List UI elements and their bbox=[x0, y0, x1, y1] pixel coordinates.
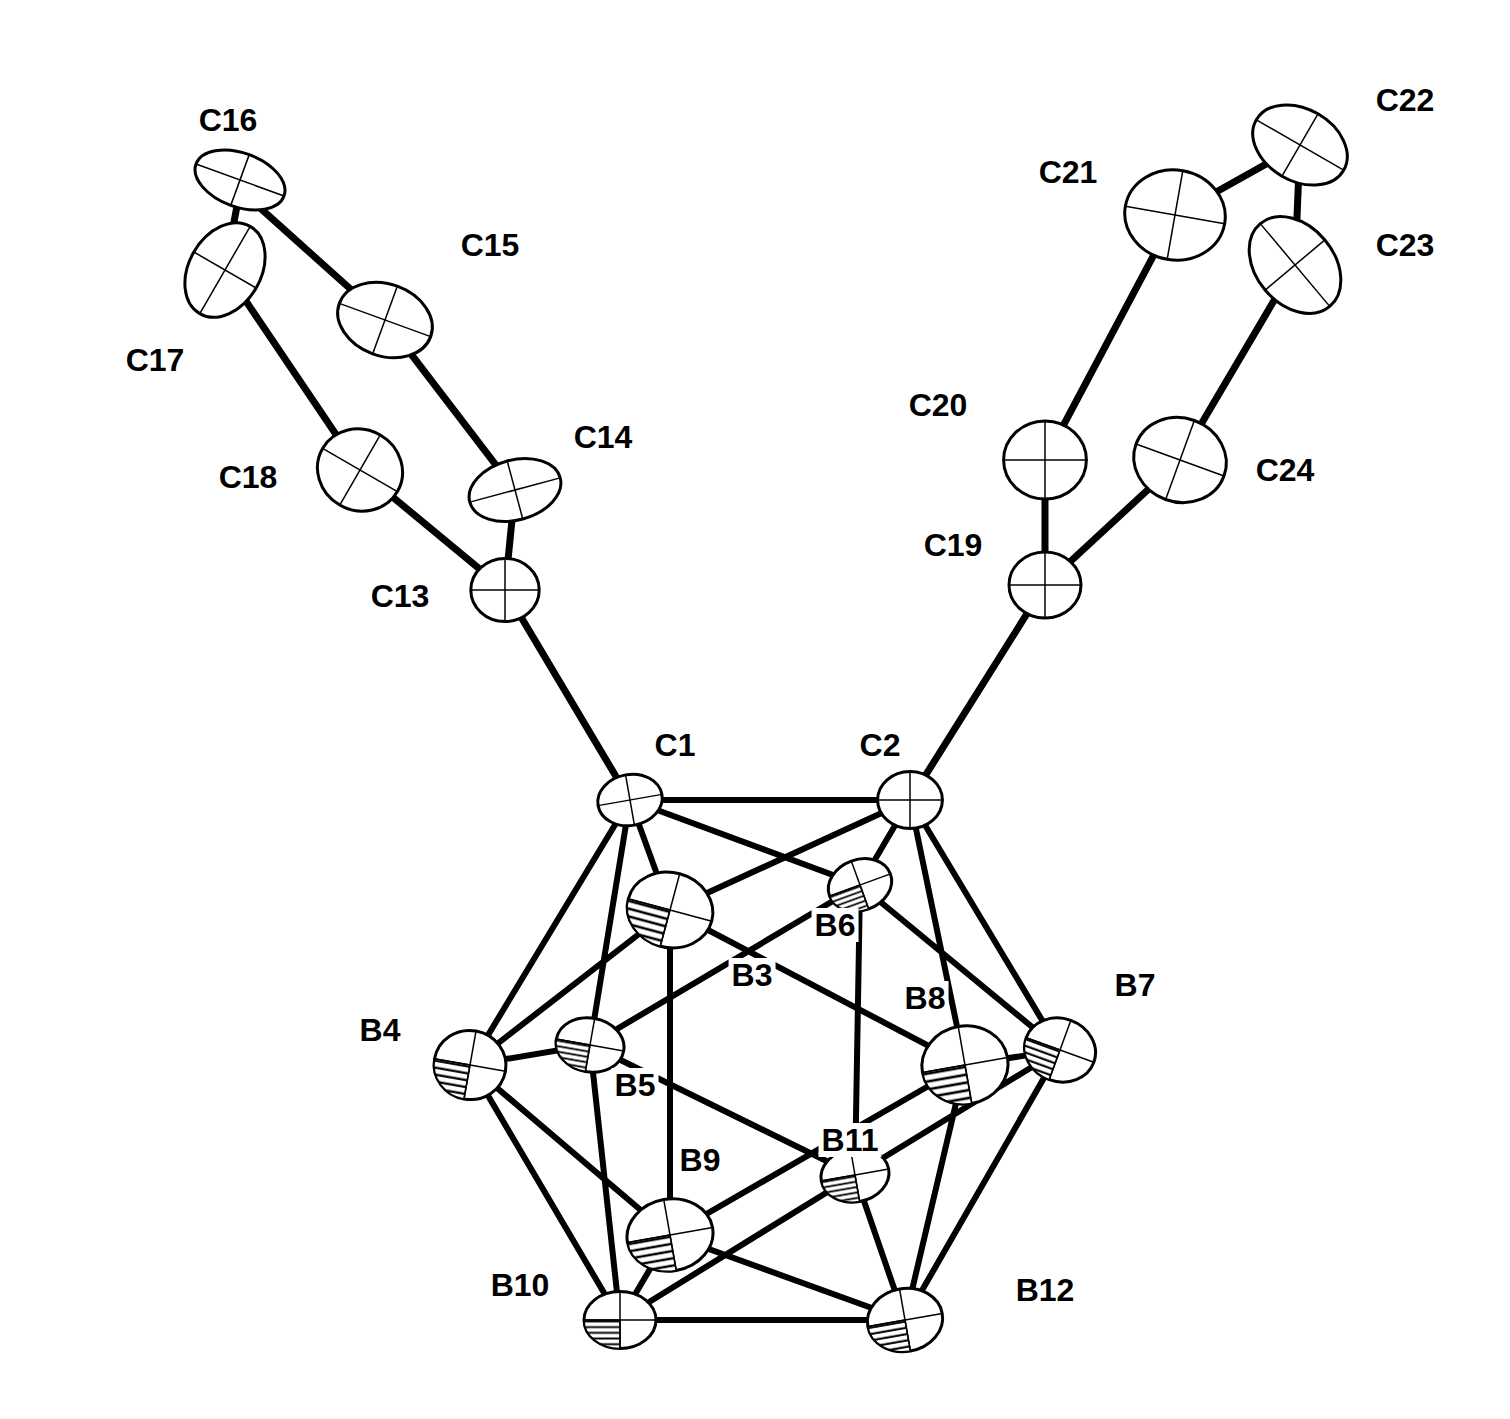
cage-bonds bbox=[470, 800, 1060, 1320]
atom-label: C17 bbox=[123, 343, 188, 377]
atom-label: C2 bbox=[857, 728, 904, 762]
atom-label: C14 bbox=[571, 420, 636, 454]
boron-atom bbox=[584, 1292, 656, 1349]
atom-label: B12 bbox=[1013, 1273, 1078, 1307]
carbon-atom bbox=[1118, 162, 1233, 268]
carbon-atom bbox=[1009, 552, 1081, 618]
boron-atom bbox=[862, 1282, 947, 1357]
carbon-atom bbox=[594, 769, 667, 830]
boron-atom bbox=[619, 863, 722, 958]
atom-label: B6 bbox=[812, 908, 859, 942]
boron-atom bbox=[916, 1019, 1015, 1111]
boron-atom bbox=[621, 1192, 719, 1278]
atom-label: C13 bbox=[368, 579, 433, 613]
carbon-atom bbox=[187, 139, 293, 222]
carbon-atom bbox=[462, 449, 568, 531]
atom-label: C15 bbox=[458, 228, 523, 262]
atom-label: C22 bbox=[1373, 83, 1438, 117]
carbon-atom bbox=[302, 413, 417, 526]
atom-label: C21 bbox=[1036, 155, 1101, 189]
atom-label: C1 bbox=[652, 728, 699, 762]
atom-label: B8 bbox=[902, 981, 949, 1015]
carbon-atom bbox=[327, 270, 443, 371]
carbon-atom bbox=[1004, 421, 1087, 499]
carbon-atom bbox=[878, 772, 943, 829]
atom-label: B7 bbox=[1112, 968, 1159, 1002]
atom-label: C23 bbox=[1373, 228, 1438, 262]
atom-label: C24 bbox=[1253, 453, 1318, 487]
carbon-atom bbox=[1238, 89, 1361, 202]
phenyl-bonds bbox=[225, 145, 1300, 800]
atom-label: C16 bbox=[196, 103, 261, 137]
atom-label: B3 bbox=[729, 958, 776, 992]
carbon-atom bbox=[1230, 199, 1359, 332]
boron-atom bbox=[429, 1025, 512, 1105]
atom-label: B5 bbox=[612, 1068, 659, 1102]
atom-label: B10 bbox=[488, 1268, 553, 1302]
carbon-atom bbox=[471, 559, 539, 622]
carbon-atom bbox=[1122, 405, 1239, 516]
boron-atom bbox=[1015, 1008, 1104, 1092]
atom-label: B4 bbox=[357, 1013, 404, 1047]
atom-label: C19 bbox=[921, 528, 986, 562]
atom-label: B11 bbox=[819, 1123, 882, 1157]
atom-label: C20 bbox=[906, 388, 971, 422]
atom-label: C18 bbox=[216, 460, 281, 494]
atom-label: B9 bbox=[677, 1143, 724, 1177]
carbon-atom bbox=[169, 208, 282, 331]
